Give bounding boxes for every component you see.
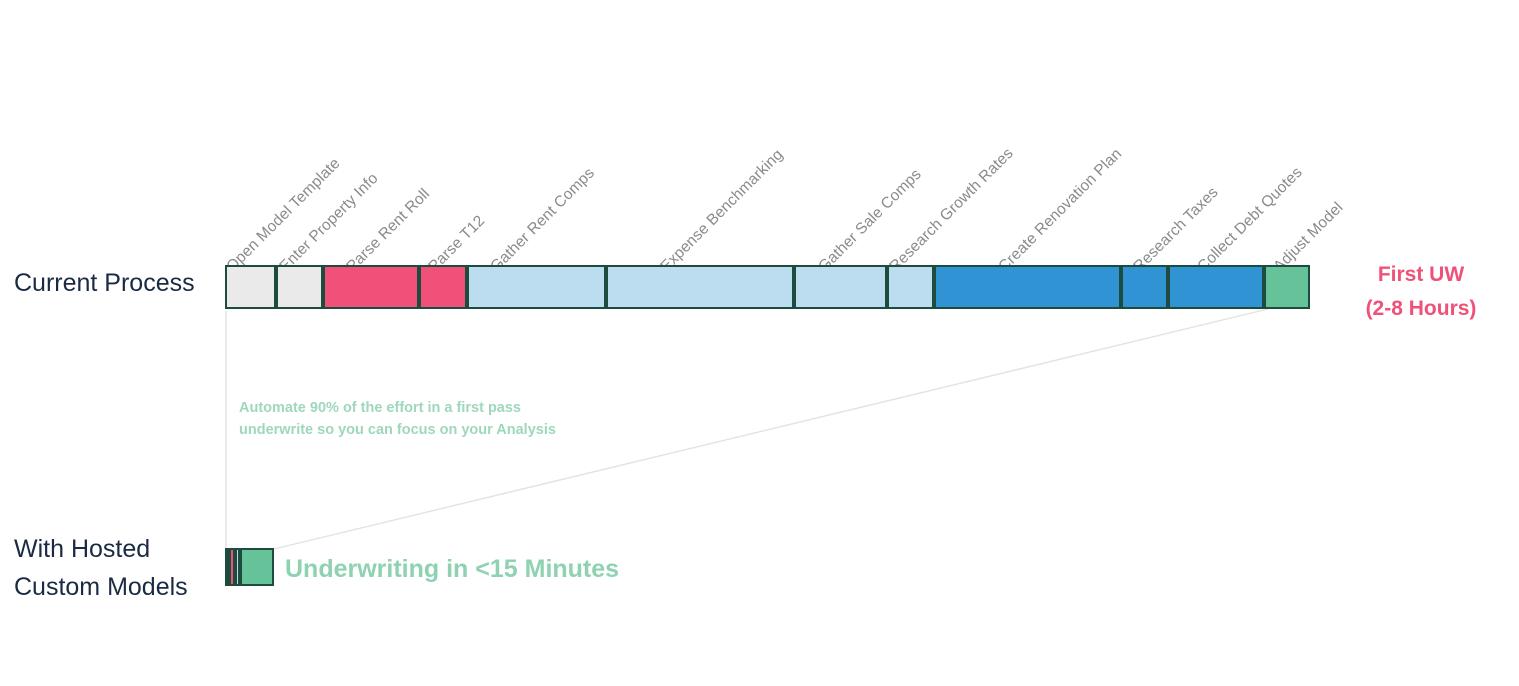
step-label: Gather Rent Comps xyxy=(487,164,598,276)
bar-segment xyxy=(794,265,887,309)
bar-segment xyxy=(1121,265,1168,309)
step-label: Create Renovation Plan xyxy=(995,145,1126,276)
bar-segment xyxy=(887,265,934,309)
bar-segment xyxy=(934,265,1121,309)
bar-segment xyxy=(1168,265,1264,309)
row-label-with-hosted-custom-models: With Hosted Custom Models xyxy=(14,535,188,601)
bar-segment xyxy=(467,265,606,309)
bar-segment xyxy=(225,265,276,309)
bar-with-hosted-custom-models xyxy=(225,548,274,586)
annotation-underwriting-in-15-minutes: Underwriting in <15 Minutes xyxy=(285,555,620,583)
bar-segment xyxy=(606,265,794,309)
bar-current-process xyxy=(225,265,1310,309)
row-label-current-process: Current Process xyxy=(14,269,195,297)
annotation-automate-90-percent: Automate 90% of the effort in a first pa… xyxy=(239,400,556,438)
bar-segment xyxy=(240,548,274,586)
bar-segment xyxy=(323,265,419,309)
bar-segment xyxy=(419,265,467,309)
step-label: Expense Benchmarking xyxy=(657,146,787,276)
bar-segment xyxy=(1264,265,1310,309)
step-label: Research Growth Rates xyxy=(886,144,1017,276)
bar-segment xyxy=(225,548,229,586)
bar-segment xyxy=(276,265,323,309)
annotation-first-uw: First UW (2-8 Hours) xyxy=(1365,263,1477,320)
bar-segment xyxy=(235,548,240,586)
bar-segment xyxy=(229,548,235,586)
